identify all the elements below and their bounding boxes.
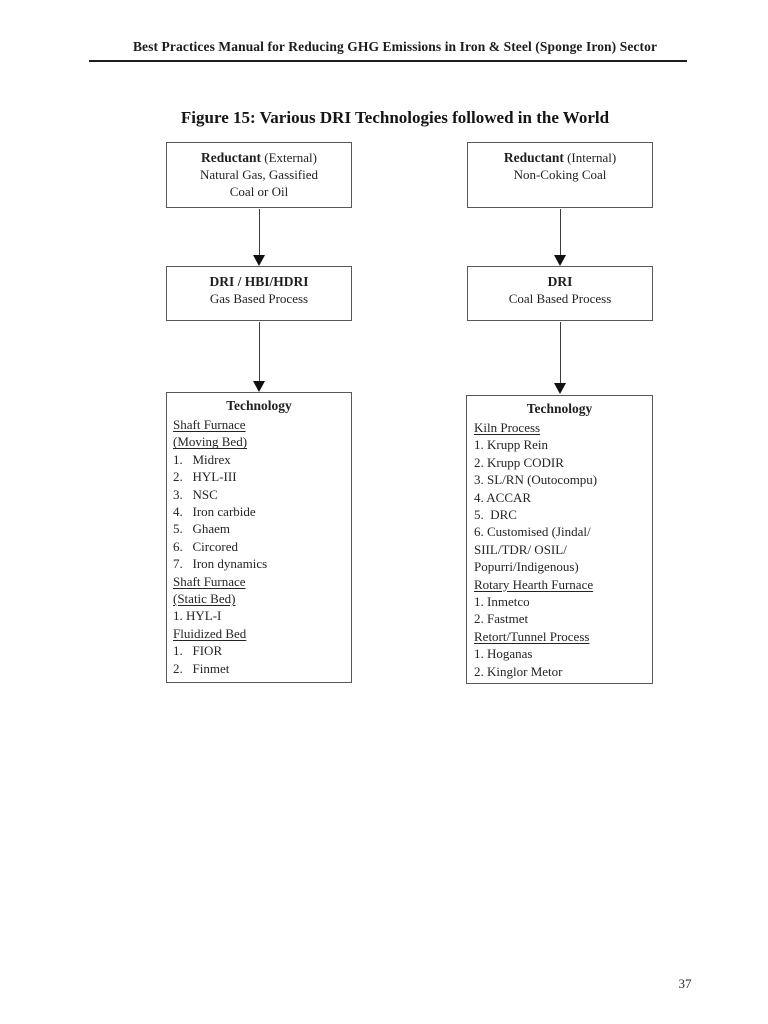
- tech-list-item: 2. Krupp CODIR: [474, 454, 564, 470]
- tech-list-item: Shaft Furnace: [173, 573, 246, 589]
- tech-list-item: 6. Customised (Jindal/: [474, 524, 591, 540]
- tech-list-item: SIIL/TDR/ OSIL/: [474, 541, 567, 557]
- gas-arrow-2: [253, 322, 266, 392]
- gas-process-title: DRI / HBI/HDRI: [209, 274, 309, 289]
- arrow-shaft: [560, 322, 562, 384]
- arrow-head-icon: [554, 383, 566, 394]
- tech-list-item: 2. Fastmet: [474, 611, 529, 627]
- tech-list-item: 1. Hoganas: [474, 646, 533, 662]
- header-rule: [89, 60, 687, 62]
- tech-list-item: 1. Inmetco: [474, 594, 530, 610]
- tech-list-item: 6. Circored: [173, 538, 238, 554]
- coal-reductant-box: Reductant (Internal) Non-Coking Coal: [467, 142, 653, 208]
- gas-technology-title: Technology: [226, 398, 292, 413]
- tech-list-item: 3. NSC: [173, 486, 218, 502]
- tech-list-item: 7. Iron dynamics: [173, 556, 268, 572]
- coal-arrow-2: [554, 322, 567, 394]
- tech-list-item: 5. Ghaem: [173, 521, 231, 537]
- arrow-head-icon: [554, 255, 566, 266]
- arrow-shaft: [259, 322, 261, 382]
- figure-title: Figure 15: Various DRI Technologies foll…: [180, 108, 610, 127]
- tech-list-item: 1. Krupp Rein: [474, 437, 549, 453]
- tech-list-item: 5. DRC: [474, 507, 517, 523]
- gas-reductant-bold-label: Reductant: [201, 150, 262, 165]
- tech-list-item: Retort/Tunnel Process: [474, 628, 590, 644]
- tech-list-item: Fluidized Bed: [173, 625, 247, 641]
- gas-reductant-line3: Coal or Oil: [229, 184, 289, 199]
- coal-reductant-line2: Non-Coking Coal: [513, 167, 607, 182]
- tech-list-item: Kiln Process: [474, 420, 541, 435]
- coal-process-subtitle: Coal Based Process: [508, 291, 612, 306]
- arrow-shaft: [560, 209, 562, 256]
- tech-list-item: Shaft Furnace: [173, 417, 246, 432]
- gas-process-subtitle: Gas Based Process: [209, 291, 309, 306]
- tech-list-item: Popurri/Indigenous): [474, 559, 579, 575]
- gas-reductant-line2: Natural Gas, Gassified: [199, 167, 319, 182]
- document-header-title: Best Practices Manual for Reducing GHG E…: [132, 39, 658, 54]
- tech-list-item: 1. Midrex: [173, 451, 231, 467]
- arrow-shaft: [259, 209, 261, 256]
- gas-reductant-heading: Reductant (External): [167, 149, 351, 166]
- coal-reductant-bold-label: Reductant: [503, 150, 564, 165]
- coal-process-title: DRI: [547, 274, 573, 289]
- coal-reductant-heading: Reductant (Internal): [468, 149, 652, 166]
- tech-list-item: 3. SL/RN (Outocompu): [474, 472, 598, 488]
- tech-list-item: 4. Iron carbide: [173, 504, 256, 520]
- gas-technology-list: Shaft Furnace (Moving Bed)1. Midrex 2. HYL…: [167, 415, 351, 677]
- tech-list-item: 1. HYL-I: [173, 608, 222, 624]
- arrow-head-icon: [253, 255, 265, 266]
- gas-arrow-1: [253, 209, 266, 266]
- tech-list-item: 2. HYL-III: [173, 469, 237, 485]
- tech-list-item: Rotary Hearth Furnace: [474, 576, 594, 592]
- tech-list-item: (Static Bed): [173, 591, 236, 607]
- page-number: 37: [678, 976, 692, 991]
- arrow-head-icon: [253, 381, 265, 392]
- tech-list-item: 4. ACCAR: [474, 489, 532, 505]
- gas-process-box: DRI / HBI/HDRI Gas Based Process: [166, 266, 352, 321]
- tech-list-item: (Moving Bed): [173, 434, 248, 450]
- coal-process-box: DRI Coal Based Process: [467, 266, 653, 321]
- gas-reductant-label-rest: (External): [261, 150, 317, 165]
- gas-technology-box: Technology Shaft Furnace (Moving Bed)1. M…: [166, 392, 352, 683]
- coal-arrow-1: [554, 209, 567, 266]
- coal-reductant-label-rest: (Internal): [563, 150, 617, 165]
- tech-list-item: 2. Finmet: [173, 660, 230, 676]
- gas-reductant-box: Reductant (External) Natural Gas, Gassif…: [166, 142, 352, 208]
- tech-list-item: 2. Kinglor Metor: [474, 663, 563, 679]
- tech-list-item: 1. FIOR: [173, 643, 223, 659]
- coal-technology-title: Technology: [526, 401, 593, 416]
